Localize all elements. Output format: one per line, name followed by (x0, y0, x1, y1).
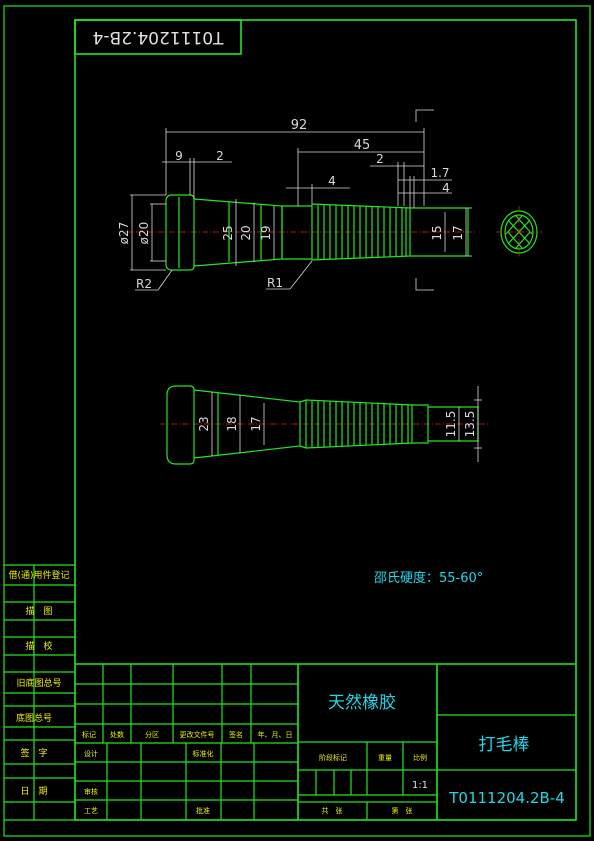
dim-45: 45 (354, 138, 371, 153)
dim-1-7: 1.7 (430, 166, 449, 180)
dim-9: 9 (175, 149, 183, 163)
dim-r2: R2 (136, 277, 152, 291)
dim-17: 17 (451, 225, 465, 240)
hdr-count: 处数 (110, 730, 124, 739)
role-standard: 标准化 (193, 749, 214, 758)
dim-d20a: ø20 (137, 222, 151, 245)
stage-weight: 重量 (378, 754, 392, 762)
role-design: 设计 (84, 749, 98, 758)
dim-2a: 2 (216, 149, 224, 163)
dim-92: 92 (291, 118, 308, 133)
hdr-sign: 签名 (229, 730, 243, 739)
part-name: 打毛棒 (479, 735, 530, 755)
ribs-1 (317, 204, 407, 260)
dim-19: 19 (259, 225, 273, 240)
drawing-number-rotated: T0111204.2B-4 (93, 27, 225, 47)
outer-border (3, 5, 591, 837)
side-label-6: 日 期 (20, 786, 47, 797)
ribs-2 (305, 400, 409, 448)
section-view (496, 206, 542, 258)
stage-sheet: 第 张 (392, 806, 413, 815)
side-label-2: 描 校 (25, 640, 52, 652)
side-label-4: 底图总号 (16, 712, 52, 724)
hdr-zone: 分区 (145, 730, 159, 739)
stage-mark: 阶段标记 (319, 753, 347, 762)
dim-13-5: 13.5 (463, 411, 477, 438)
hdr-mark: 标记 (82, 730, 96, 739)
side-label-0: 借(通)用件登记 (8, 569, 69, 581)
material: 天然橡胶 (328, 693, 396, 713)
stage-total: 共 张 (322, 806, 343, 815)
dim-25: 25 (221, 225, 235, 240)
dim-d27: ø27 (117, 222, 131, 245)
part-outline-2 (166, 385, 479, 465)
inner-frame (74, 19, 577, 821)
title-block-grid (75, 663, 576, 820)
dim-2b: 2 (376, 152, 384, 166)
dim-r1: R1 (267, 276, 283, 290)
dims-1 (130, 128, 472, 291)
dim-4b: 4 (442, 181, 450, 195)
stage-scale: 比例 (413, 753, 427, 762)
scale-value: 1:1 (412, 780, 428, 791)
side-label-1: 描 图 (25, 605, 52, 617)
dim-20b: 20 (239, 225, 253, 240)
dim-11-5: 11.5 (444, 411, 458, 438)
hardness-note: 邵氏硬度：55-60° (374, 570, 483, 586)
side-label-3: 旧底图总号 (16, 677, 61, 689)
dim-23: 23 (197, 416, 211, 431)
dim-15: 15 (430, 225, 444, 240)
dim-17b: 17 (249, 416, 263, 431)
side-label-5: 签 字 (20, 747, 47, 759)
hdr-doc: 更改文件号 (180, 730, 215, 739)
drawing-number: T0111204.2B-4 (448, 789, 565, 807)
number-box (74, 19, 242, 55)
view-1 (125, 109, 542, 291)
section-marks (415, 109, 434, 291)
dim-4a: 4 (328, 174, 336, 188)
hdr-date: 年、月、日 (258, 730, 293, 739)
view-2 (160, 385, 490, 465)
dim-18: 18 (225, 416, 239, 431)
dims-2 (211, 386, 482, 462)
role-review: 审核 (84, 787, 98, 796)
side-column (4, 564, 75, 821)
role-approve: 批准 (196, 806, 210, 815)
role-process: 工艺 (84, 807, 98, 815)
